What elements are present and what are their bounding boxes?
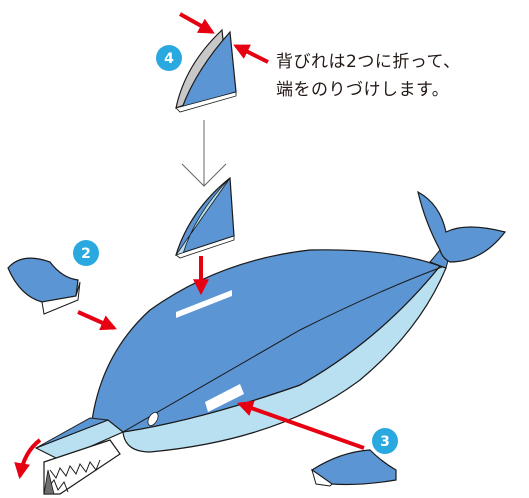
instruction-line-1: 背びれは2つに折って、 xyxy=(276,52,461,72)
svg-text:2: 2 xyxy=(81,246,91,262)
dolphin-body xyxy=(89,243,453,453)
dorsal-fin-slot xyxy=(176,290,232,318)
side-fin-slot xyxy=(205,384,244,412)
pectoral-right-arrow xyxy=(236,400,365,450)
step-badge-4: 4 xyxy=(156,45,182,71)
dolphin-eye xyxy=(147,412,159,426)
step-badge-3: 3 xyxy=(372,428,398,454)
instruction-text: 背びれは2つに折って、 端をのりづけします。 xyxy=(276,48,526,104)
jaw-rotate-arrow xyxy=(14,438,42,480)
svg-text:4: 4 xyxy=(164,51,174,67)
insertion-guide-arrow xyxy=(181,120,227,187)
pectoral-fin-right xyxy=(310,449,397,487)
dolphin-tail-fluke xyxy=(417,190,507,263)
folded-dorsal-fin xyxy=(175,28,237,113)
dorsal-fin-part xyxy=(175,176,235,259)
fold-arrow-left xyxy=(179,12,215,34)
step-badge-2: 2 xyxy=(73,240,99,266)
instruction-line-2: 端をのりづけします。 xyxy=(276,80,450,100)
fold-arrow-right xyxy=(233,44,269,64)
teeth xyxy=(49,459,101,480)
dolphin-snout-top xyxy=(35,417,109,449)
dolphin-jaw xyxy=(43,439,121,495)
svg-text:3: 3 xyxy=(380,434,390,450)
pectoral-fin-left xyxy=(7,257,81,315)
body-fold-line xyxy=(122,266,443,433)
pectoral-left-arrow xyxy=(77,310,117,331)
